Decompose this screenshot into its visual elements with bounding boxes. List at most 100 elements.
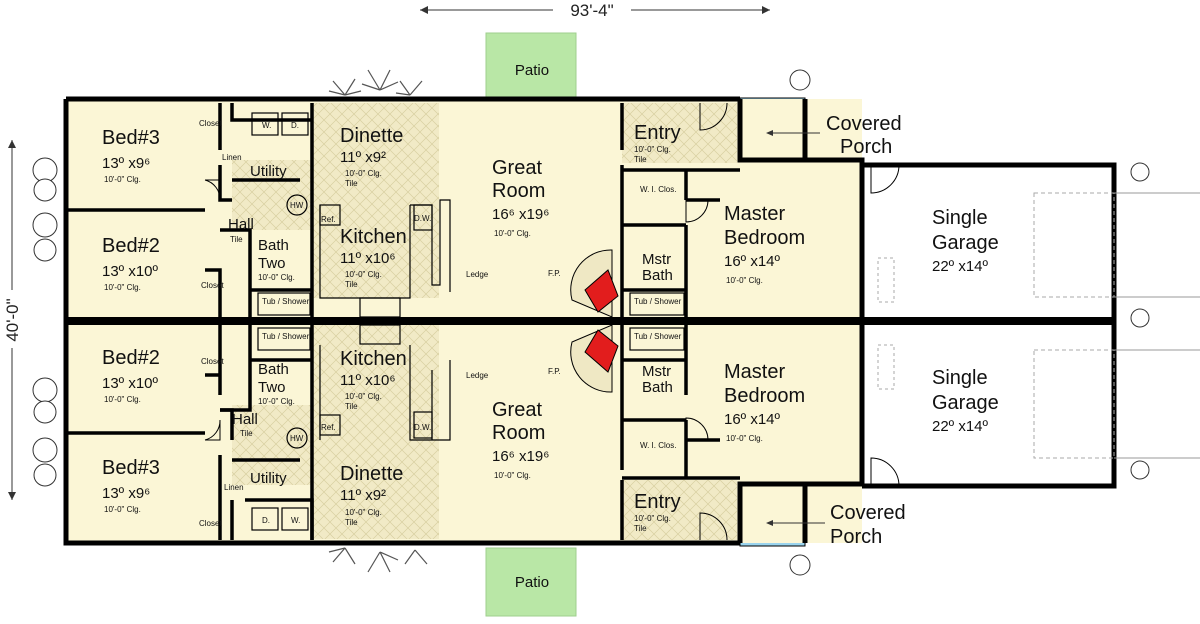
bath-two-upper-clg: 10'-0" Clg. <box>258 273 295 282</box>
kitchen-upper-size: 11º x10⁶ <box>340 250 396 267</box>
dryer-label-upper: D. <box>291 121 299 130</box>
porch-arrows <box>766 130 825 526</box>
kitchen-lower-size: 11º x10⁶ <box>340 372 396 389</box>
wi-clos-lower: W. I. Clos. <box>640 441 676 450</box>
porch-wall-lower <box>737 481 805 543</box>
hw-lower: HW <box>290 434 304 443</box>
bed3-upper-name: Bed#3 <box>102 127 160 149</box>
hall-tile-upper: Tile <box>230 235 243 244</box>
bed2-upper-name: Bed#2 <box>102 235 160 257</box>
garage-lower-2: Garage <box>932 392 999 414</box>
dryer-upper <box>281 112 309 136</box>
fp-upper: F.P. <box>548 269 561 278</box>
mstr-bath-upper-2: Bath <box>642 267 673 284</box>
dryer-label-lower: D. <box>262 516 270 525</box>
bed2-upper-clg: 10'-0" Clg. <box>104 283 141 292</box>
kitchen-lower-clg: 10'-0" Clg. <box>345 392 382 401</box>
linen-lower: Linen <box>224 483 244 492</box>
bath-two-lower-clg: 10'-0" Clg. <box>258 397 295 406</box>
party-wall <box>66 317 1114 325</box>
bed3-lower-size: 13º x9⁶ <box>102 485 150 502</box>
hall-upper: Hall <box>228 216 254 233</box>
bed3-lower-clg: 10'-0" Clg. <box>104 505 141 514</box>
interior-walls-lower <box>68 325 740 540</box>
linen-upper: Linen <box>222 153 242 162</box>
patio-label-lower: Patio <box>515 574 549 591</box>
closet-lower-1: Closet <box>201 357 224 366</box>
bath-two-lower-1: Bath <box>258 361 289 378</box>
great-room-lower-size: 16⁶ x19⁶ <box>492 448 549 465</box>
tile-dinette-kitchen-upper <box>312 103 439 298</box>
tile-entry-upper <box>622 103 737 163</box>
great-room-upper-2: Room <box>492 180 545 202</box>
tile-dinette-kitchen-lower <box>312 325 439 539</box>
washer-lower <box>281 507 309 531</box>
utility-upper: Utility <box>250 163 287 180</box>
garage-storage-lower <box>877 344 895 390</box>
kitchen-lower-name: Kitchen <box>340 348 407 370</box>
garage-upper-2: Garage <box>932 232 999 254</box>
dw-lower: D.W. <box>414 423 431 432</box>
ref-lower: Ref. <box>321 423 336 432</box>
tub-upper <box>257 292 311 316</box>
great-room-lower-1: Great <box>492 399 542 421</box>
garage-lower-1: Single <box>932 367 988 389</box>
depth-dimension-label: 40'-0" <box>3 298 22 341</box>
entry-lower-clg: 10'-0" Clg. <box>634 514 671 523</box>
entry-upper-clg: 10'-0" Clg. <box>634 145 671 154</box>
tile-entry-lower <box>622 480 737 540</box>
master-tub-upper <box>629 292 685 316</box>
width-dimension-label: 93'-4" <box>570 1 613 20</box>
mstr-bath-upper-1: Mstr <box>642 251 671 268</box>
garage-storage-upper <box>877 257 895 303</box>
master-upper-size: 16º x14º <box>724 253 781 270</box>
closet-lower-2: Closet <box>199 519 222 528</box>
garage-car-lower <box>1033 349 1115 459</box>
tile-hall-lower <box>232 405 312 485</box>
mstr-tub-upper: Tub / Shower <box>634 297 682 306</box>
garage-upper-1: Single <box>932 207 988 229</box>
ref-upper: Ref. <box>321 215 336 224</box>
great-room-lower-2: Room <box>492 422 545 444</box>
master-upper-2: Bedroom <box>724 227 805 249</box>
entry-upper-tile: Tile <box>634 155 647 164</box>
closet-upper-2: Closet <box>201 281 224 290</box>
kitchen-lower-tile: Tile <box>345 402 358 411</box>
porch-label-upper-1: Covered <box>826 113 902 135</box>
interior-walls-upper <box>68 103 740 317</box>
washer-label-upper: W. <box>262 121 271 130</box>
bath-two-upper-2: Two <box>258 255 286 272</box>
fireplace-upper <box>570 249 619 318</box>
bed3-upper-clg: 10'-0" Clg. <box>104 175 141 184</box>
palm-plants <box>328 69 428 573</box>
master-lower-size: 16º x14º <box>724 411 781 428</box>
garage-upper-size: 22º x14º <box>932 258 989 275</box>
mstr-tub-lower: Tub / Shower <box>634 332 682 341</box>
water-heater-upper <box>286 194 308 216</box>
tub-lower <box>257 327 311 351</box>
closet-upper-1: Closet <box>199 119 222 128</box>
dinette-lower-size: 11º x9² <box>340 487 386 504</box>
ledge-upper: Ledge <box>466 270 489 279</box>
bed2-lower-size: 13º x10º <box>102 375 159 392</box>
width-dimension: 93'-4" <box>420 0 770 20</box>
bed2-lower-clg: 10'-0" Clg. <box>104 395 141 404</box>
dinette-lower-clg: 10'-0" Clg. <box>345 508 382 517</box>
great-room-upper-clg: 10'-0" Clg. <box>494 229 531 238</box>
fp-lower: F.P. <box>548 367 561 376</box>
master-upper-1: Master <box>724 203 785 225</box>
bath-two-lower-2: Two <box>258 379 286 396</box>
master-upper-clg: 10'-0" Clg. <box>726 276 763 285</box>
garage-car-upper <box>1033 192 1115 298</box>
bath-two-upper-1: Bath <box>258 237 289 254</box>
tub-lower-label: Tub / Shower <box>262 332 310 341</box>
master-tub-lower <box>629 327 685 351</box>
hall-lower: Hall <box>232 411 258 428</box>
mstr-bath-lower-2: Bath <box>642 379 673 396</box>
depth-dimension: 40'-0" <box>2 140 22 500</box>
great-room-upper-size: 16⁶ x19⁶ <box>492 206 549 223</box>
ledge-lower: Ledge <box>466 371 489 380</box>
dryer-lower <box>251 507 279 531</box>
patio-upper <box>485 32 577 102</box>
